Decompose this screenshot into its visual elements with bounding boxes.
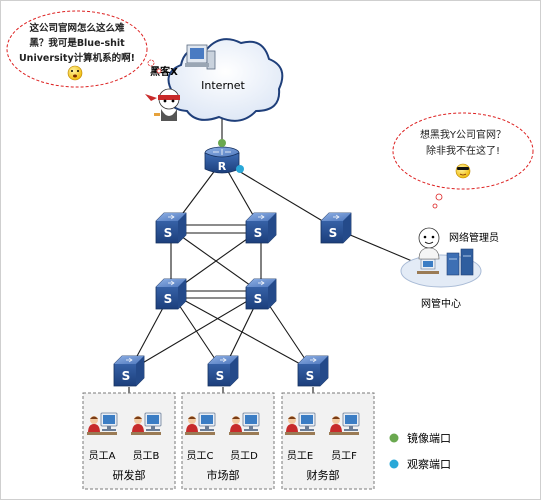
admin-speech-bubble: 想黑我Y公司官网？ 除非我不在这了! xyxy=(392,112,534,209)
employee-label: 员工E xyxy=(287,450,313,462)
admin-speech-line-2: 除非我不在这了! xyxy=(426,144,500,157)
employee-label: 员工D xyxy=(230,450,258,462)
department-rd: 员工A 员工B 研发部 xyxy=(82,392,176,490)
switch-label: S xyxy=(329,226,338,240)
router-label: R xyxy=(218,160,227,173)
switch-agg-left: S xyxy=(155,278,187,310)
department-label: 市场部 xyxy=(207,468,240,482)
legend-mirror-label: 镜像端口 xyxy=(407,431,451,445)
employee-label: 员工F xyxy=(331,450,357,462)
switch-access-rd: S xyxy=(113,355,145,387)
department-label: 研发部 xyxy=(113,468,146,482)
management-center: 网络管理员 网管中心 xyxy=(400,227,499,310)
switch-management: S xyxy=(320,212,352,244)
center-label: 网管中心 xyxy=(421,297,461,310)
hacker-speech-bubble: 这公司官网怎么这么难 黑？我可是Blue-shit University计算机系… xyxy=(6,10,162,88)
admin-figure xyxy=(418,227,440,260)
department-finance: 员工E 员工F 财务部 xyxy=(281,392,375,490)
angry-face-icon xyxy=(67,65,83,81)
employee-label: 员工C xyxy=(187,450,214,462)
switch-label: S xyxy=(164,292,173,306)
computer-icon xyxy=(185,44,216,70)
hacker-figure xyxy=(145,88,180,121)
admin-label: 网络管理员 xyxy=(449,231,499,244)
switch-label: S xyxy=(254,292,263,306)
switch-core-left: S xyxy=(155,212,187,244)
switch-label: S xyxy=(216,369,225,383)
internet-label: Internet xyxy=(201,79,245,92)
observe-port-dot xyxy=(236,165,244,173)
switch-label: S xyxy=(254,226,263,240)
employee-label: 员工B xyxy=(133,450,160,462)
legend-observe-label: 观察端口 xyxy=(407,457,451,471)
switch-agg-right: S xyxy=(245,278,277,310)
router-R: R xyxy=(204,146,240,174)
switch-access-market: S xyxy=(207,355,239,387)
hacker-speech-line-3: University计算机系的啊! xyxy=(19,52,135,64)
switch-label: S xyxy=(122,369,131,383)
admin-speech-line-1: 想黑我Y公司官网？ xyxy=(420,128,506,141)
hacker-label: 黑客X xyxy=(150,65,178,78)
switch-core-right: S xyxy=(245,212,277,244)
cool-face-icon xyxy=(455,163,471,179)
hacker-speech-line-1: 这公司官网怎么这么难 xyxy=(29,22,125,34)
mirror-port-dot xyxy=(218,139,226,147)
department-label: 财务部 xyxy=(307,468,340,482)
switch-label: S xyxy=(164,226,173,240)
hacker-speech-line-2: 黑？我可是Blue-shit xyxy=(29,37,125,49)
switch-label: S xyxy=(306,369,315,383)
internet-cloud: Internet xyxy=(167,38,284,122)
legend-observe-dot xyxy=(389,459,399,469)
department-market: 员工C 员工D 市场部 xyxy=(181,392,275,490)
server-icon xyxy=(446,248,474,276)
legend: 镜像端口 观察端口 xyxy=(389,431,451,471)
employee-label: 员工A xyxy=(89,450,116,462)
legend-mirror-dot xyxy=(389,433,399,443)
switch-access-finance: S xyxy=(297,355,329,387)
